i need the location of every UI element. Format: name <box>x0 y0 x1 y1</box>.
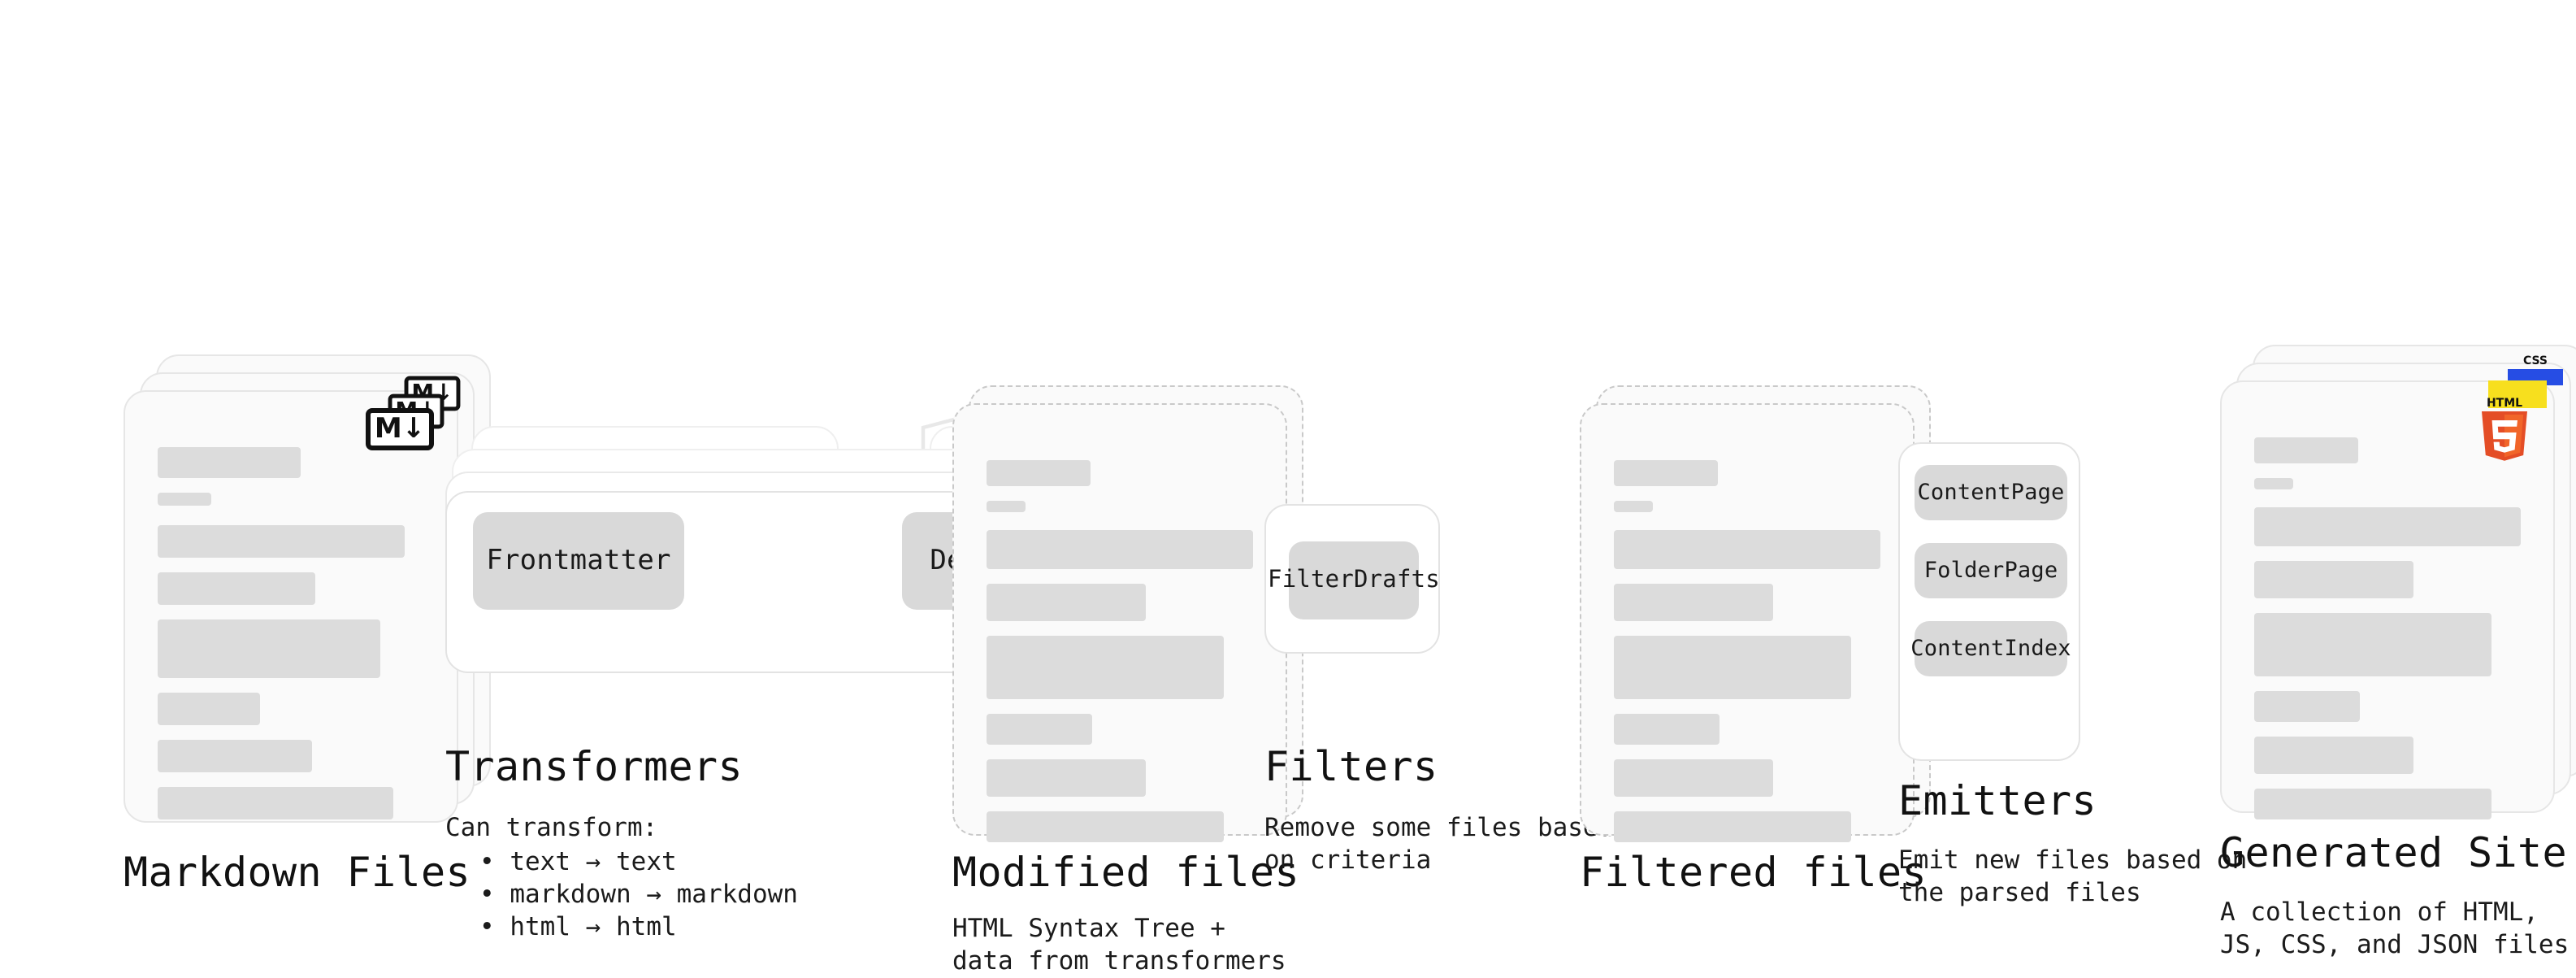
filters-box[interactable]: FilterDrafts <box>1264 504 1440 654</box>
chip-contentindex[interactable]: ContentIndex <box>1910 621 2071 676</box>
filters-subtitle: Remove some files based on criteria <box>1264 813 1614 875</box>
filtered-card-placeholder-lines <box>1614 460 1884 857</box>
modified-files-subtitle: HTML Syntax Tree + data from transformer… <box>952 914 1286 976</box>
filters-title: Filters <box>1264 743 1438 790</box>
html5-icon: HTML <box>2475 393 2534 468</box>
markdown-files-title: Markdown Files <box>124 849 471 896</box>
chip-filterdrafts[interactable]: FilterDrafts <box>1268 541 1440 619</box>
modified-card-placeholder-lines <box>987 460 1256 857</box>
html5-shield: HTML <box>2482 397 2527 461</box>
transform-list-item-1: • markdown → markdown <box>479 879 798 909</box>
generated-card-front[interactable]: HTML <box>2220 380 2555 819</box>
transformers-transform-list: • text → text • markdown → markdown • ht… <box>457 847 798 944</box>
markdown-card-placeholder-lines <box>158 447 427 834</box>
filtered-files-title: Filtered files <box>1580 849 1928 896</box>
transformers-list-intro: Can transform: <box>445 813 658 842</box>
emitters-subtitle: Emit new files based on the parsed files <box>1898 845 2248 907</box>
transform-list-item-2: • html → html <box>479 911 677 941</box>
js-icon <box>2488 380 2547 408</box>
chip-contentpage[interactable]: ContentPage <box>1915 465 2067 520</box>
transformers-title: Transformers <box>445 743 744 790</box>
chip-folderpage[interactable]: FolderPage <box>1915 543 2067 598</box>
diagram-canvas: M↓ M↓ M↓ Markdown Files <box>124 345 2576 976</box>
transform-list-item-0: • text → text <box>479 847 677 876</box>
modified-files-title: Modified files <box>952 849 1300 896</box>
filtered-card-front[interactable] <box>1580 403 1915 842</box>
modified-card-front[interactable] <box>952 403 1287 842</box>
emitters-box[interactable]: ContentPage FolderPage ContentIndex <box>1898 442 2080 761</box>
chip-frontmatter[interactable]: Frontmatter <box>473 512 684 610</box>
generated-card-placeholder-lines <box>2254 437 2524 834</box>
emitters-title: Emitters <box>1898 777 2097 824</box>
generated-site-subtitle: A collection of HTML, JS, CSS, and JSON … <box>2220 898 2569 959</box>
markdown-icon: M↓ <box>366 408 434 450</box>
markdown-card-front[interactable]: M↓ <box>124 390 458 823</box>
svg-text:HTML: HTML <box>2487 397 2522 410</box>
generated-site-title: Generated Site <box>2220 829 2568 876</box>
